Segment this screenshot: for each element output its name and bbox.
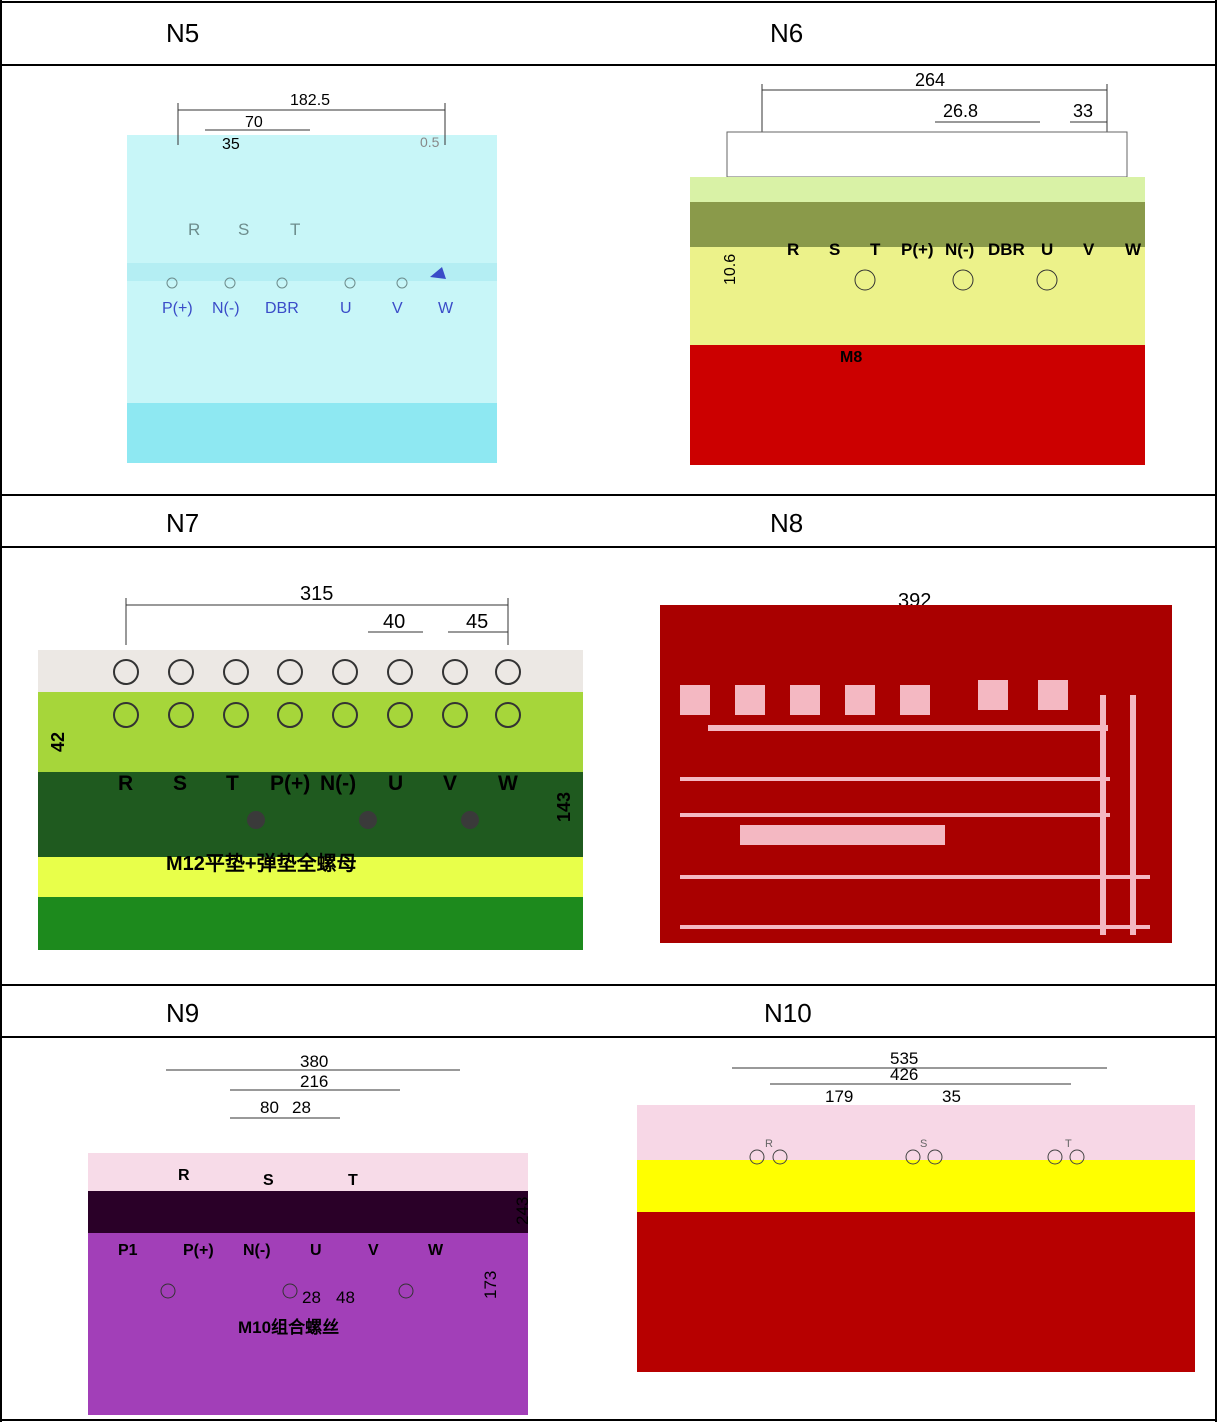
row-divider	[0, 984, 1217, 986]
n5-terminal-w: W	[438, 300, 454, 317]
model-label-n8: N8	[770, 508, 804, 538]
n7-dim-42: 42	[48, 732, 68, 752]
model-label-n6: N6	[770, 18, 804, 48]
n10-terminal-r: R	[765, 1138, 773, 1150]
n6-terminal-s: S	[829, 240, 840, 259]
n9-dim-28b: 28	[302, 1288, 321, 1307]
n7-dim-45: 45	[466, 611, 488, 633]
n7-terminal-s: S	[173, 772, 187, 795]
n5-terminal-drawing: 182.5 70 35 0.5 R S T P(+) N(-) DBR U V …	[127, 92, 497, 463]
row-divider	[0, 64, 1217, 66]
n6-dim-total: 264	[915, 70, 945, 90]
n5-terminal-v: V	[392, 300, 403, 317]
model-label-n5: N5	[166, 18, 200, 48]
n5-dim-05: 0.5	[420, 134, 440, 150]
n7-terminal-p: P(+)	[270, 772, 310, 795]
n9-terminal-p1: P1	[118, 1242, 138, 1259]
n9-dim-28a: 28	[292, 1098, 311, 1117]
n6-terminal-n: N(-)	[945, 240, 974, 259]
n7-terminal-t: T	[226, 772, 239, 795]
n5-terminal-r: R	[188, 220, 200, 239]
n9-terminal-v: V	[368, 1242, 379, 1259]
model-label-n10: N10	[764, 998, 812, 1028]
n9-terminal-u: U	[310, 1242, 322, 1259]
n5-terminal-dbr: DBR	[265, 300, 299, 317]
n7-terminal-drawing: 315 40 45 42 143 R S T P(+) N(-) U V W M…	[38, 583, 583, 950]
n9-screw-note: M10组合螺丝	[238, 1317, 339, 1337]
n7-screw-note: M12平垫+弹垫全螺母	[166, 851, 357, 875]
n9-terminal-n: N(-)	[243, 1242, 271, 1259]
n10-dim-535: 535	[890, 1050, 918, 1068]
n5-dim-35: 35	[222, 136, 240, 153]
n6-terminal-drawing: 264 26.8 33 10.6 R S T P(+) N(-) DBR U V…	[690, 70, 1145, 465]
n6-dim-33: 33	[1073, 101, 1093, 121]
n7-terminal-u: U	[388, 772, 403, 795]
n9-dim-48: 48	[336, 1288, 355, 1307]
n9-dim-216: 216	[300, 1072, 328, 1091]
n9-terminal-drawing: 380 216 80 28 R S T P1 P(+) N(-) U V W 2…	[88, 1055, 532, 1415]
n10-terminal-drawing: 535 426 179 35 R S T	[637, 1050, 1195, 1372]
n5-dim-total: 182.5	[290, 92, 330, 109]
n9-terminal-s: S	[263, 1172, 274, 1189]
n7-dim-total: 315	[300, 583, 333, 605]
n10-terminal-t: T	[1065, 1138, 1072, 1150]
n10-dim-426: 426	[890, 1065, 918, 1084]
row-divider	[0, 546, 1217, 548]
model-label-n9: N9	[166, 998, 200, 1028]
table-border-top	[0, 1, 1217, 3]
n7-terminal-n: N(-)	[320, 772, 356, 795]
n9-dim-380: 380	[300, 1055, 328, 1071]
n6-terminal-t: T	[870, 240, 881, 259]
n6-dim-268: 26.8	[943, 101, 978, 121]
n5-dim-70: 70	[245, 114, 263, 131]
n9-terminal-r: R	[178, 1167, 190, 1184]
n9-terminal-w: W	[428, 1242, 444, 1259]
n5-terminal-p: P(+)	[162, 300, 193, 317]
n5-terminal-u: U	[340, 300, 352, 317]
row-divider	[0, 494, 1217, 496]
table-border-right	[1215, 0, 1217, 1422]
n7-terminal-v: V	[443, 772, 457, 795]
n6-terminal-u: U	[1041, 240, 1053, 259]
n6-terminal-w: W	[1125, 240, 1142, 259]
n7-terminal-r: R	[118, 772, 133, 795]
n10-dim-35: 35	[942, 1087, 961, 1106]
n7-dim-143: 143	[554, 792, 574, 822]
n6-terminal-v: V	[1083, 240, 1095, 259]
n6-terminal-dbr: DBR	[988, 240, 1025, 259]
n10-dim-179: 179	[825, 1087, 853, 1106]
n9-terminal-p: P(+)	[183, 1242, 214, 1259]
n6-terminal-r: R	[787, 240, 799, 259]
n6-dim-106: 10.6	[722, 254, 739, 285]
n7-terminal-w: W	[498, 772, 518, 795]
n10-terminal-s: S	[920, 1138, 927, 1150]
n8-terminal-drawing: 392	[660, 590, 1172, 943]
n5-terminal-t: T	[290, 220, 300, 239]
row-divider	[0, 1036, 1217, 1038]
n6-terminal-p: P(+)	[901, 240, 934, 259]
table-border-bottom	[0, 1419, 1217, 1421]
table-border-left	[0, 0, 2, 1422]
n5-terminal-s: S	[238, 220, 249, 239]
n6-screw-note: M8	[840, 349, 862, 366]
n5-terminal-n: N(-)	[212, 300, 240, 317]
n7-dim-40: 40	[383, 611, 405, 633]
n9-terminal-t: T	[348, 1172, 358, 1189]
n9-dim-173: 173	[481, 1271, 500, 1299]
n9-dim-243: 243	[513, 1197, 532, 1225]
model-label-n7: N7	[166, 508, 200, 538]
n9-dim-80: 80	[260, 1098, 279, 1117]
